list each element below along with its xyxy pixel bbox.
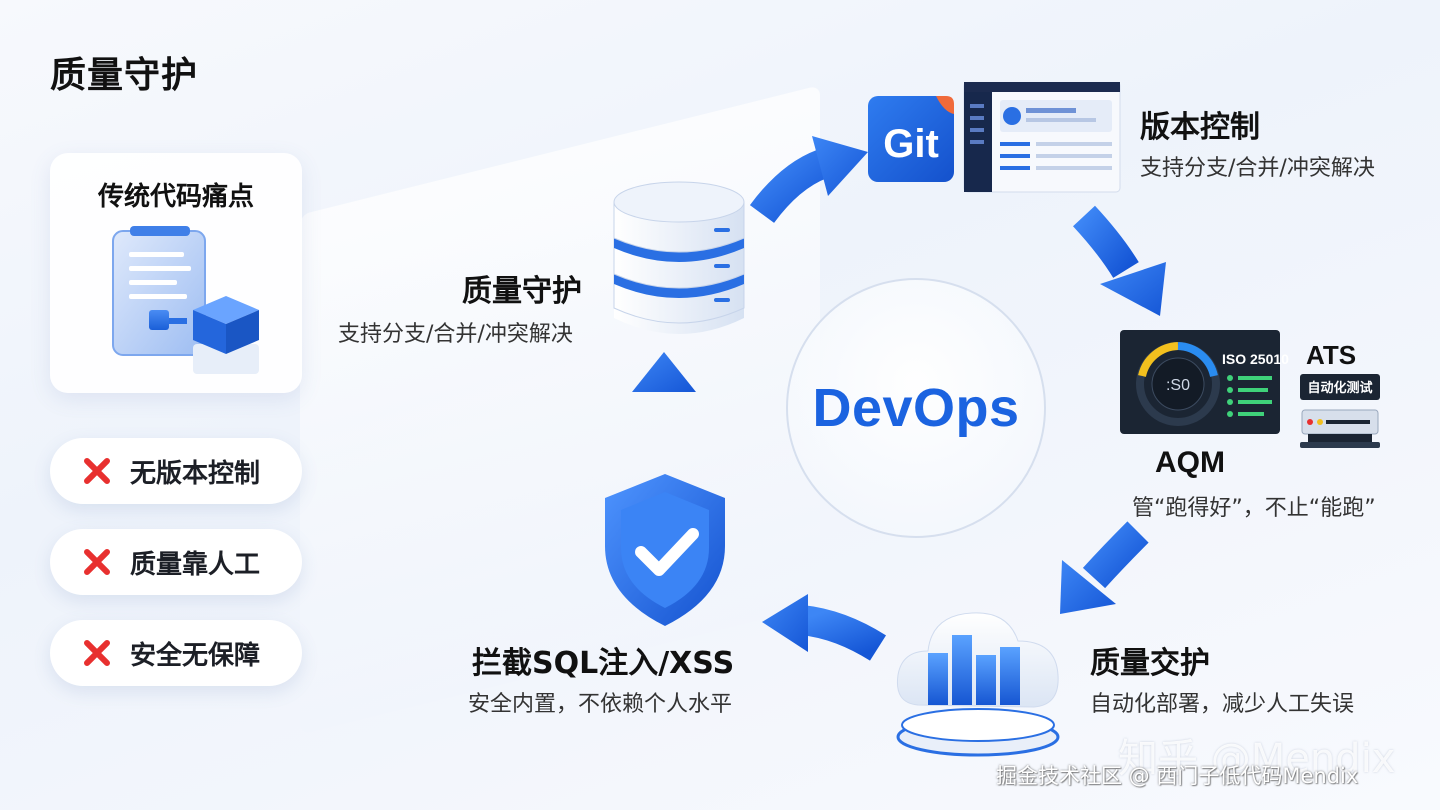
pain-points-card: 传统代码痛点	[50, 153, 302, 393]
cross-icon	[80, 636, 114, 670]
gauge-label: :S0	[1166, 377, 1190, 394]
deploy-subtitle: 自动化部署，减少人工失误	[1090, 692, 1355, 717]
arrow-aqm-to-cloud	[1060, 521, 1149, 614]
git-logo-text: Git	[883, 122, 939, 166]
document-code-icon	[112, 226, 259, 374]
aqm-subtitle: 管“跑得好”，不止“能跑”	[1132, 496, 1376, 521]
iso-label: ISO 25010	[1222, 351, 1289, 367]
watermark-zhihu: 知乎 @Mendix	[1118, 736, 1396, 782]
pain-point-item: 安全无保障	[50, 620, 302, 686]
arrow-git-to-aqm	[1072, 205, 1166, 316]
cloud-deploy-icon	[896, 612, 1060, 757]
shield-check-icon	[605, 474, 725, 626]
security-subtitle: 安全内置，不依赖个人水平	[468, 692, 733, 717]
watermark-juejin: 掘金技术社区 @ 西门子低代码Mendix	[996, 764, 1359, 788]
ats-badge: 自动化测试	[1307, 380, 1372, 396]
aqm-title: AQM	[1155, 446, 1225, 479]
pain-point-label: 质量靠人工	[130, 549, 261, 580]
cross-icon	[80, 454, 114, 488]
aqm-illustration: :S0 ISO 25010 自动化测试	[1118, 326, 1388, 466]
git-window-icon: Git	[868, 81, 1121, 193]
dashboard-icon: :S0 ISO 25010 自动化测试	[1120, 330, 1380, 448]
quality-guard-subtitle: 支持分支/合并/冲突解决	[338, 322, 573, 347]
version-control-title: 版本控制	[1140, 110, 1260, 145]
quality-guard-title: 质量守护	[462, 274, 582, 309]
cross-icon	[80, 545, 114, 579]
pain-points-title: 传统代码痛点	[97, 182, 254, 212]
version-control-subtitle: 支持分支/合并/冲突解决	[1140, 156, 1375, 181]
ats-title: ATS	[1306, 340, 1357, 370]
security-title: 拦截SQL注入/XSS	[472, 646, 735, 681]
pain-point-item: 无版本控制	[50, 438, 302, 504]
devops-label: DevOps	[812, 378, 1020, 438]
devops-center: DevOps	[786, 278, 1046, 538]
pain-point-item: 质量靠人工	[50, 529, 302, 595]
deploy-title: 质量交护	[1090, 646, 1210, 681]
git-illustration: Git	[866, 81, 1124, 194]
pain-point-label: 安全无保障	[130, 640, 261, 671]
page-title: 质量守护	[50, 55, 199, 96]
pain-point-label: 无版本控制	[130, 458, 261, 489]
database-icon	[613, 181, 745, 334]
